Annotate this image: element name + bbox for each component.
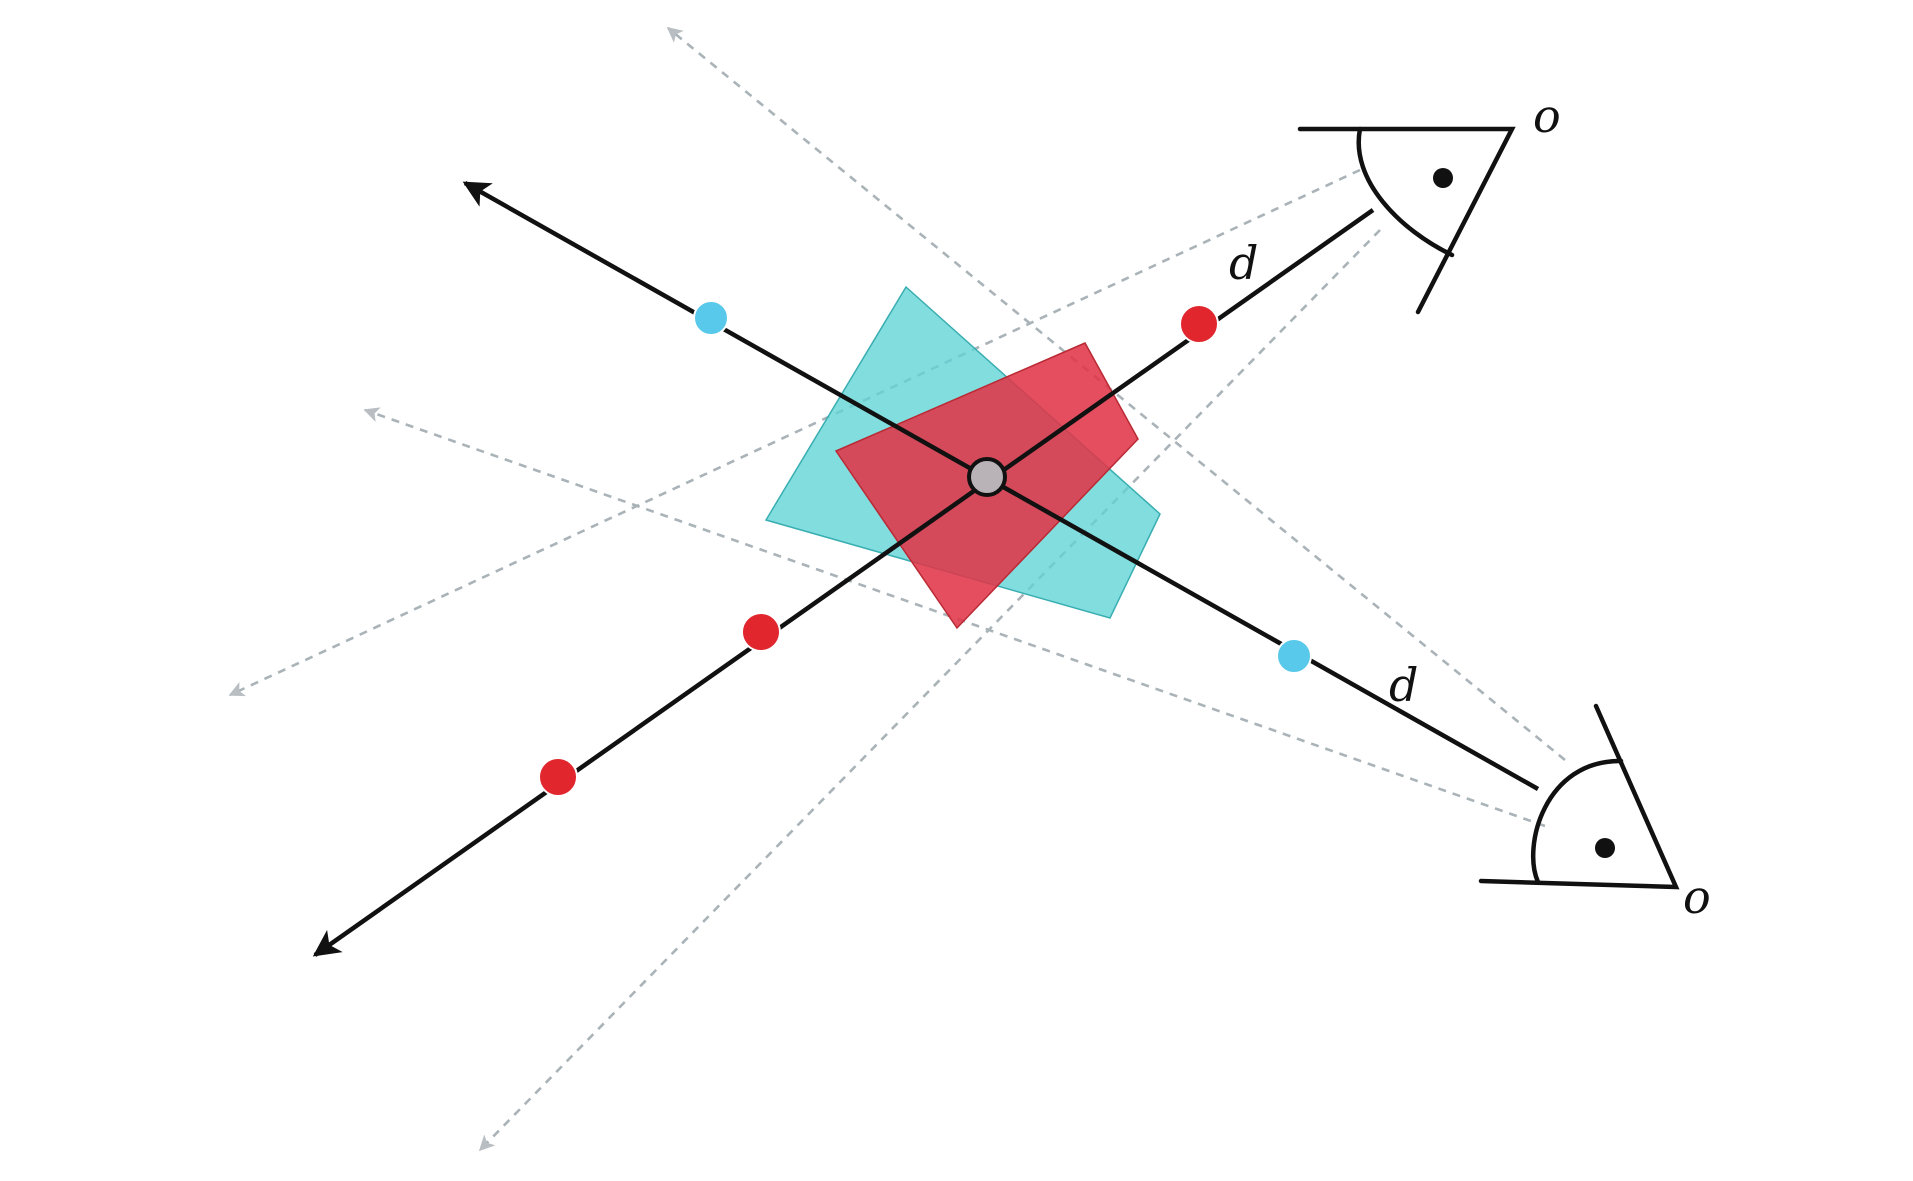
red-point-upper xyxy=(1179,304,1219,344)
labels: o o d d xyxy=(1229,89,1711,924)
eye-top-pupil xyxy=(1433,168,1453,188)
camera-label-bottom: o xyxy=(1683,870,1711,924)
sightline-top-eye-down xyxy=(478,229,1381,1152)
camera-label-top: o xyxy=(1533,89,1561,143)
distance-label-bottom: d xyxy=(1389,658,1418,712)
eye-bottom-pupil xyxy=(1595,838,1615,858)
sightlines xyxy=(228,26,1566,1152)
distance-label-top: d xyxy=(1229,236,1258,290)
eye-bottom xyxy=(1478,703,1680,890)
sightline-bottom-eye-left xyxy=(363,407,1546,828)
sightline-bottom-eye-up xyxy=(666,26,1566,762)
eye-top-frame xyxy=(1297,126,1516,315)
red-point-middle xyxy=(741,612,781,652)
eye-bottom-lid-arc xyxy=(1530,758,1624,885)
eye-bottom-frame xyxy=(1478,703,1680,890)
center-intersection-point xyxy=(967,457,1007,497)
eye-top xyxy=(1297,126,1516,315)
red-point-lower xyxy=(538,757,578,797)
cyan-point-upper xyxy=(693,300,729,336)
image-planes xyxy=(764,285,1161,630)
eye-top-lid-arc xyxy=(1356,126,1455,258)
cyan-point-lower xyxy=(1276,638,1312,674)
axis-points xyxy=(538,300,1312,797)
sightline-top-eye-left xyxy=(228,168,1361,697)
